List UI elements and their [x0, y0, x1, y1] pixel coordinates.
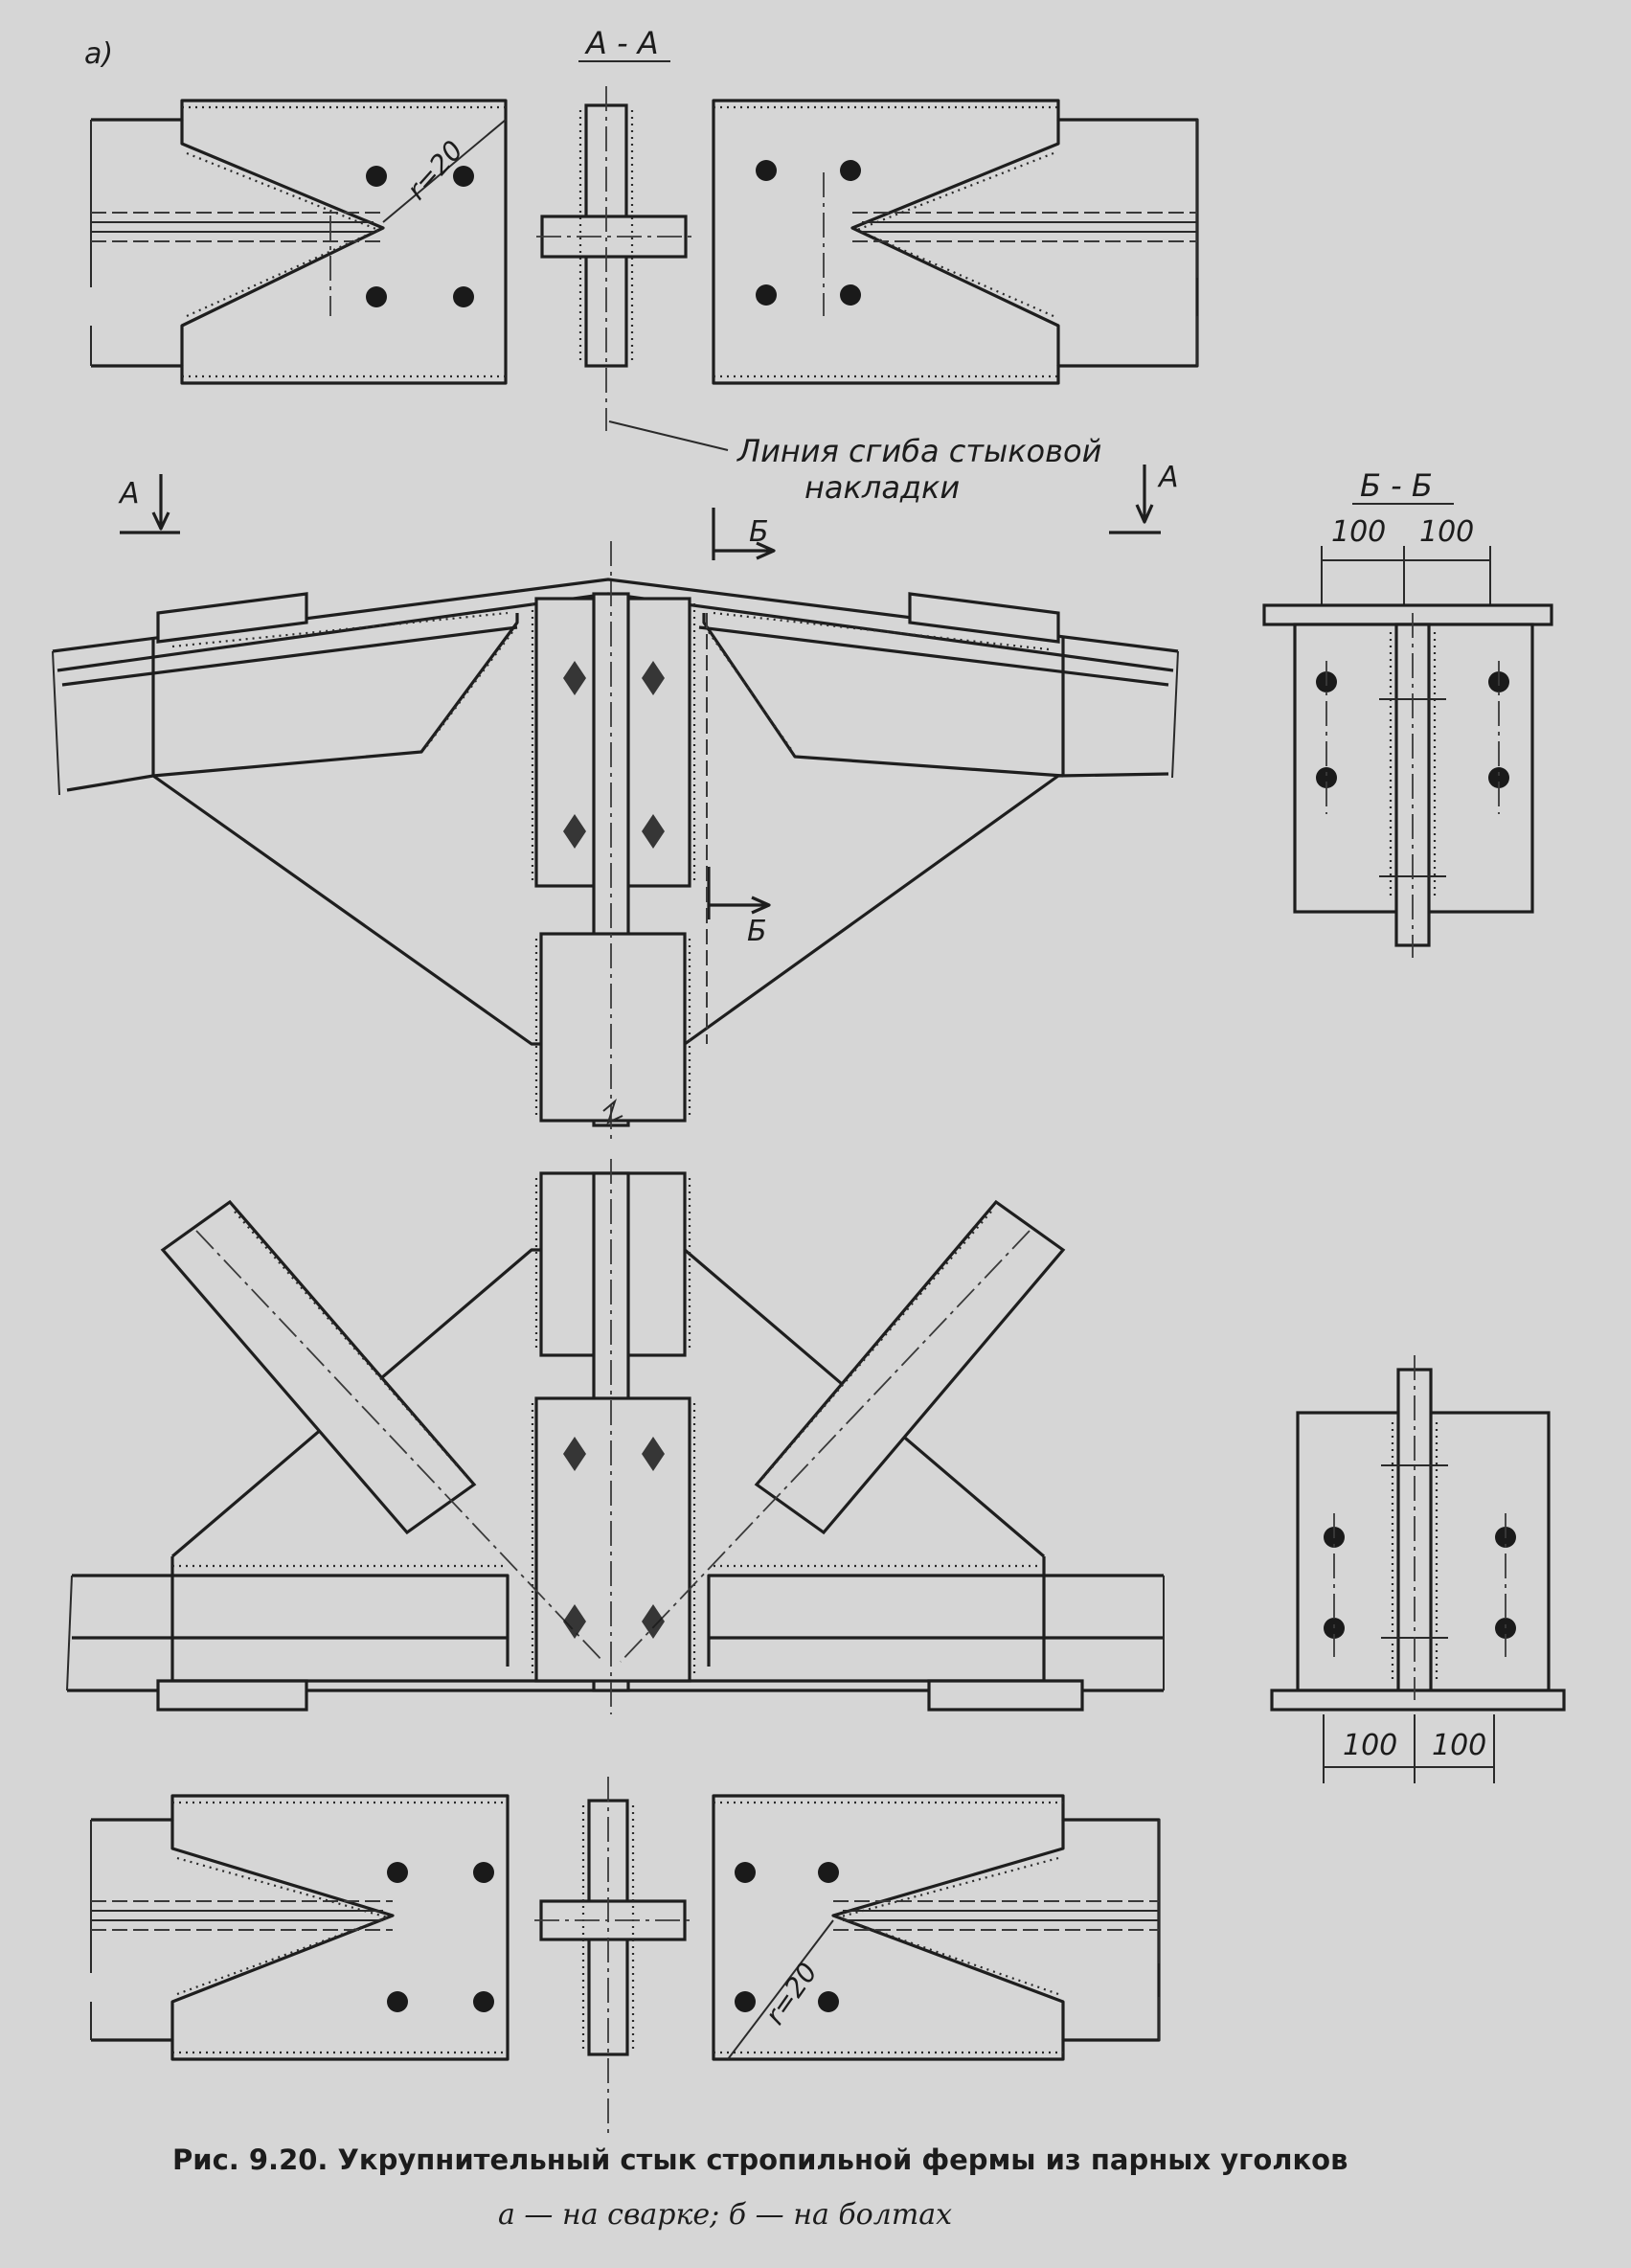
figure-caption-subtitle: а — на сварке; б — на болтах	[498, 2198, 952, 2232]
dim-100-bottom-right: 100	[1432, 1729, 1486, 1762]
radius-label-bottom: r=20	[759, 1957, 824, 2030]
figure-caption-title: Рис. 9.20. Укрупнительный стык стропильн…	[172, 2143, 1348, 2176]
bolt-hole	[563, 661, 665, 849]
dim-100-top-left: 100	[1331, 515, 1386, 549]
lower-chord-elevation	[66, 1159, 1165, 1714]
section-bb-label: Б - Б	[1360, 467, 1433, 504]
bottom-plan-view: r=20	[90, 1777, 1161, 2136]
cut-b-top-label: Б	[749, 515, 769, 549]
bolt-hole	[387, 1862, 839, 2012]
cut-b-bottom-label: Б	[747, 915, 767, 948]
bolt-hole	[366, 160, 861, 307]
section-aa-label: А - А	[584, 25, 659, 61]
cut-a-left-label: А	[118, 477, 140, 510]
cut-a-right-label: А	[1157, 461, 1179, 494]
dim-100-top-right: 100	[1419, 515, 1474, 549]
bolt-hole	[563, 1437, 665, 1639]
ridge-elevation	[52, 541, 1179, 1145]
top-plan-view: а) А - А r=20 Линия сгиба стыковой накла…	[84, 25, 1199, 506]
bend-line-note-1: Линия сгиба стыковой	[736, 433, 1101, 469]
cut-markers: А А Б Б	[118, 461, 1179, 948]
dim-100-bottom-left: 100	[1343, 1729, 1397, 1762]
variant-a-label: а)	[84, 37, 113, 71]
section-bb-bottom: 100 100	[1270, 1355, 1566, 1783]
section-bb-top: Б - Б 100 100	[1262, 467, 1553, 958]
bend-line-note-2: накладки	[804, 469, 960, 506]
